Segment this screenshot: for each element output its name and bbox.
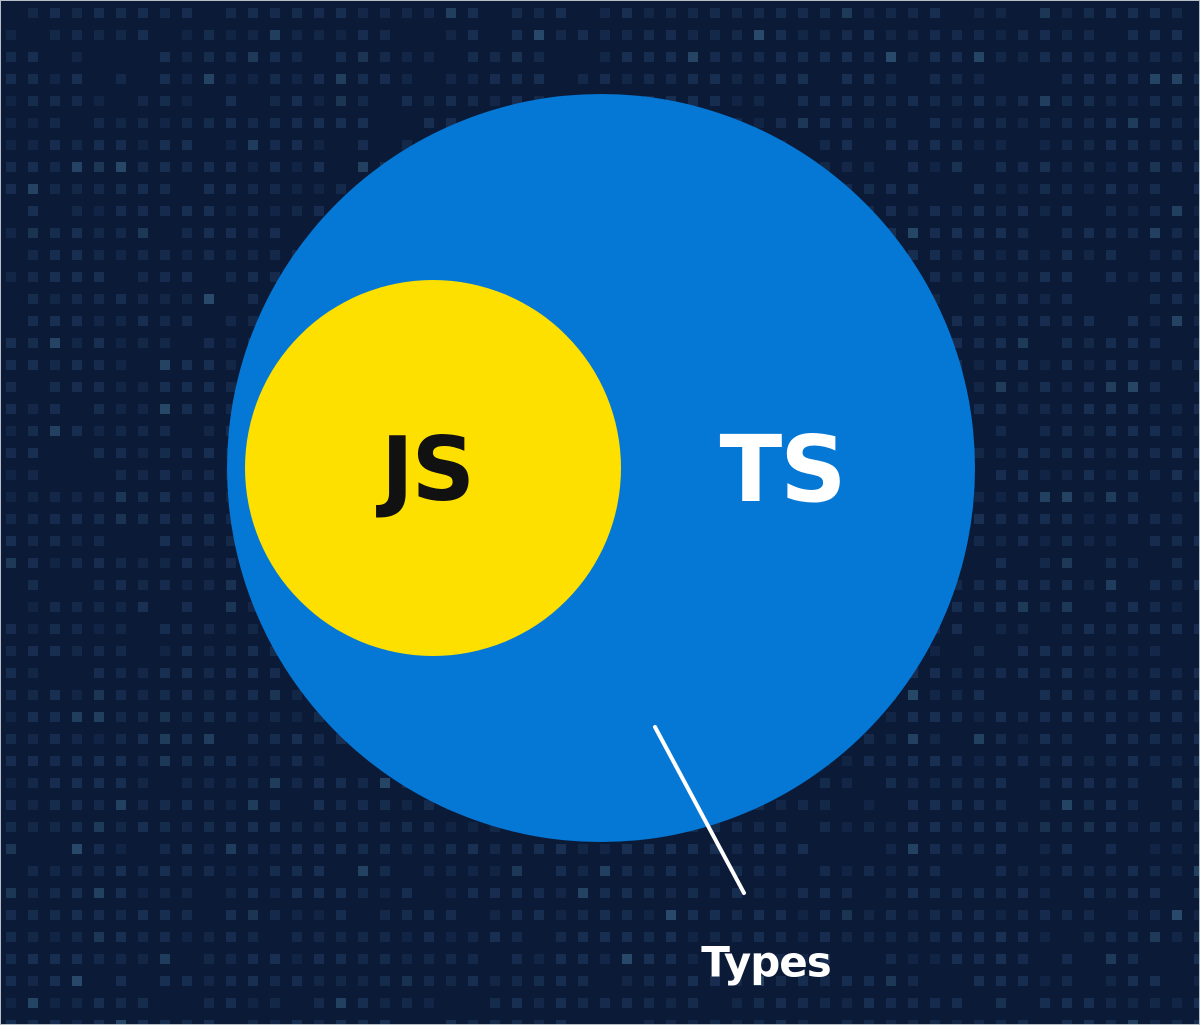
ts-label: TS (719, 416, 846, 523)
js-label: JS (380, 418, 475, 521)
types-callout-line (653, 725, 746, 895)
types-label: Types (701, 937, 832, 987)
js-inner-circle (245, 280, 621, 656)
